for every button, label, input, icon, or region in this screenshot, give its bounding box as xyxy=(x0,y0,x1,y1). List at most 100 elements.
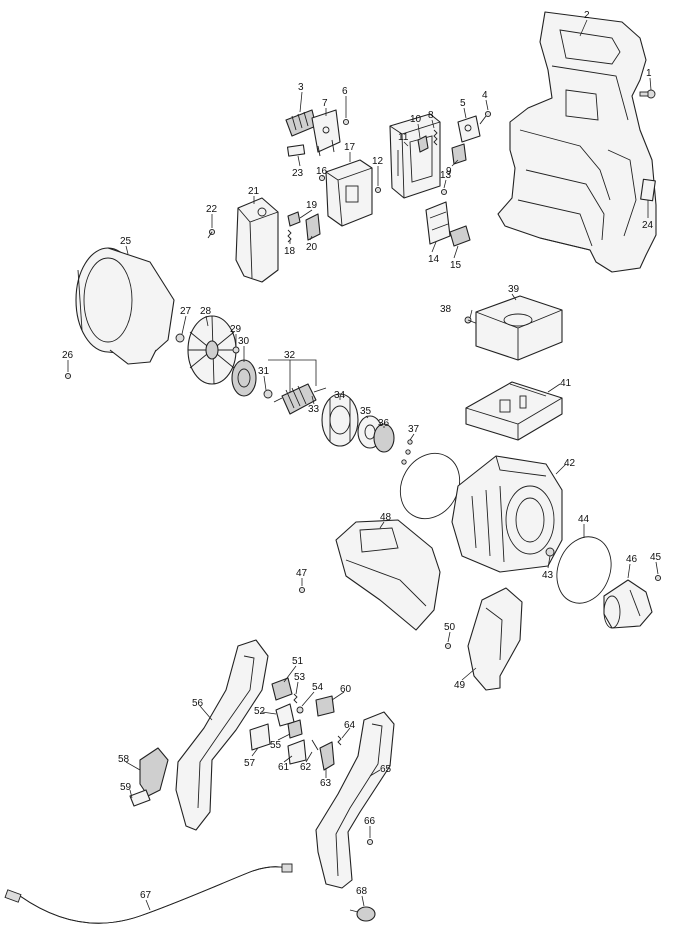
part-4-screw xyxy=(479,110,492,125)
part-25-fan-cover xyxy=(75,247,175,365)
part-18-spring xyxy=(287,229,292,243)
part-37-screws xyxy=(401,439,413,465)
label-1: 1 xyxy=(646,68,652,79)
part-9-terminal xyxy=(451,143,467,165)
label-4: 4 xyxy=(482,90,488,101)
label-16: 16 xyxy=(316,166,328,177)
label-35: 35 xyxy=(360,406,372,417)
label-27: 27 xyxy=(180,306,192,317)
label-43: 43 xyxy=(542,570,554,581)
label-2: 2 xyxy=(584,10,590,21)
label-29: 29 xyxy=(230,324,242,335)
part-24-label-plate xyxy=(640,178,656,202)
label-11: 11 xyxy=(398,132,409,143)
label-21: 21 xyxy=(248,186,260,197)
part-42-motor-housing xyxy=(451,455,563,573)
label-33: 33 xyxy=(308,404,320,415)
part-34-stator xyxy=(321,393,359,447)
label-9: 9 xyxy=(446,166,452,177)
label-8: 8 xyxy=(428,110,434,121)
label-14: 14 xyxy=(428,254,440,265)
label-19: 19 xyxy=(306,200,318,211)
part-1-screw xyxy=(639,89,656,99)
label-10: 10 xyxy=(410,114,422,125)
label-37: 37 xyxy=(408,424,420,435)
part-8-spring xyxy=(433,129,438,146)
label-12: 12 xyxy=(372,156,384,167)
part-48-top-cover xyxy=(335,519,441,631)
part-39-terminal-base xyxy=(475,295,563,361)
part-13-screw xyxy=(440,188,448,196)
part-5-brush-holder xyxy=(457,115,481,143)
part-56-left-handle xyxy=(175,639,269,831)
label-15: 15 xyxy=(450,260,462,271)
part-58-knob xyxy=(139,747,169,797)
label-59: 59 xyxy=(120,782,132,793)
label-45: 45 xyxy=(650,552,662,563)
part-23-label xyxy=(286,144,306,157)
part-7-switch-plate xyxy=(311,109,341,157)
part-57-lock-button xyxy=(249,723,271,751)
label-20: 20 xyxy=(306,242,318,253)
label-52: 52 xyxy=(254,706,266,717)
label-42: 42 xyxy=(564,458,576,469)
label-68: 68 xyxy=(356,886,368,897)
part-51-switch-block xyxy=(271,677,293,701)
part-59-pin xyxy=(129,789,151,807)
label-51: 51 xyxy=(292,656,304,667)
label-60: 60 xyxy=(340,684,352,695)
part-20-terminal xyxy=(305,213,321,241)
label-34: 34 xyxy=(334,390,346,401)
label-3: 3 xyxy=(298,82,304,93)
label-48: 48 xyxy=(380,512,392,523)
part-32-rotor xyxy=(273,383,327,415)
part-10-contact xyxy=(417,135,429,153)
label-5: 5 xyxy=(460,98,466,109)
label-31: 31 xyxy=(258,366,270,377)
label-41: 41 xyxy=(560,378,572,389)
part-2-housing-frame xyxy=(497,11,657,273)
part-22-screw xyxy=(207,228,216,239)
label-44: 44 xyxy=(578,514,590,525)
part-63-trigger xyxy=(319,741,335,771)
part-60-switch xyxy=(315,695,335,717)
part-21-motor-cover xyxy=(235,197,279,283)
part-6-screw xyxy=(342,118,350,126)
part-49-lower-cover xyxy=(467,587,523,691)
label-28: 28 xyxy=(200,306,212,317)
label-22: 22 xyxy=(206,204,218,215)
part-3-terminal-block xyxy=(285,109,317,137)
label-55: 55 xyxy=(270,740,282,751)
label-49: 49 xyxy=(454,680,466,691)
part-62-pin xyxy=(311,739,319,751)
part-27-nut xyxy=(175,333,185,343)
part-55-lever xyxy=(287,719,303,739)
label-6: 6 xyxy=(342,86,348,97)
label-46: 46 xyxy=(626,554,638,565)
label-65: 65 xyxy=(380,764,392,775)
part-50-screw xyxy=(444,642,452,650)
part-41-controller-board xyxy=(465,381,563,441)
part-68-connector xyxy=(349,906,376,922)
label-38: 38 xyxy=(440,304,452,315)
part-47-screw xyxy=(298,586,306,594)
label-25: 25 xyxy=(120,236,132,247)
part-30-bearing-holder xyxy=(231,359,257,397)
label-36: 36 xyxy=(378,418,390,429)
label-26: 26 xyxy=(62,350,74,361)
label-39: 39 xyxy=(508,284,520,295)
label-63: 63 xyxy=(320,778,332,789)
part-12-screw xyxy=(374,186,382,194)
part-36-plate xyxy=(373,423,395,453)
part-53-spring xyxy=(293,693,298,704)
part-65-right-handle xyxy=(315,711,395,889)
part-14-bracket xyxy=(425,201,451,245)
part-31-bearing xyxy=(263,389,273,399)
label-61: 61 xyxy=(278,762,290,773)
label-32: 32 xyxy=(284,350,296,361)
callout-labels: 1 2 3 4 5 6 7 8 9 10 11 12 13 14 15 16 1… xyxy=(62,10,662,901)
label-67: 67 xyxy=(140,890,152,901)
label-23: 23 xyxy=(292,168,304,179)
label-13: 13 xyxy=(440,170,452,181)
